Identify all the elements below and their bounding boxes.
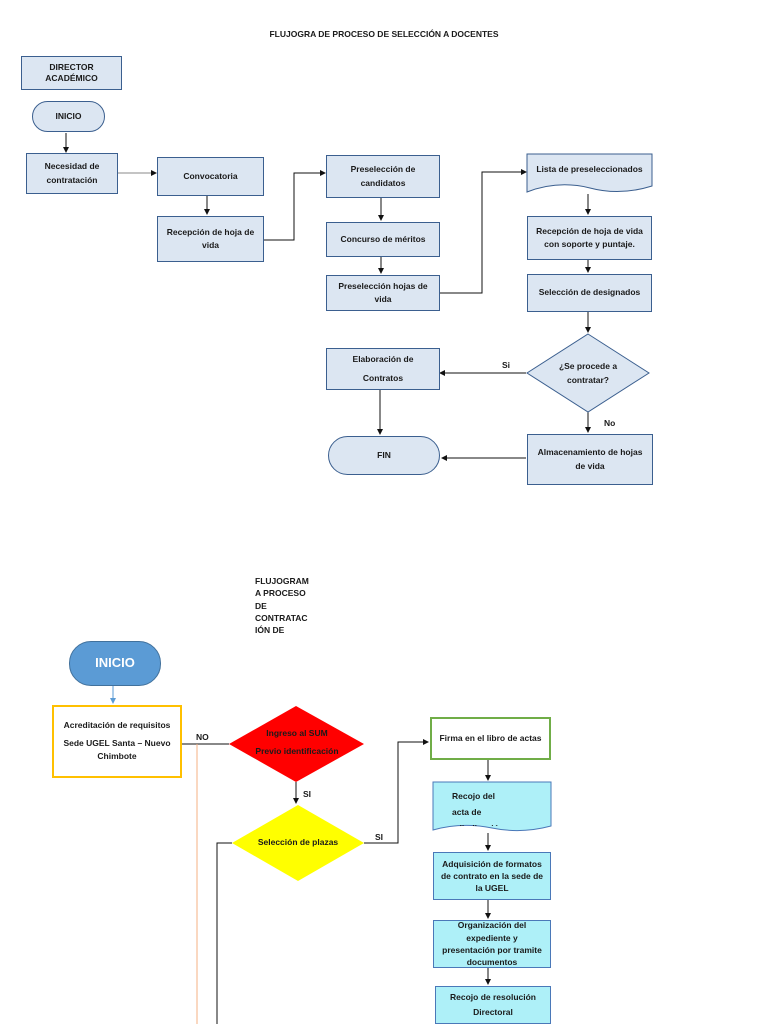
recepcion-hoja-box: Recepción de hoja de vida [157, 216, 264, 262]
flow2-title-line: DE [255, 600, 267, 611]
preseleccion-candidatos-box: Preselección de candidatos [326, 155, 440, 198]
decision-label: ¿Se procede a contratar? [558, 361, 618, 385]
acreditacion-line2: Sede UGEL Santa – Nuevo Chimbote [63, 737, 171, 762]
ingreso-line2: Previo identificación [255, 746, 339, 756]
flow2-title-line: CONTRATAC [255, 612, 308, 623]
flow2-title-line: IÓN DE [255, 625, 285, 636]
firma-box: Firma en el libro de actas [430, 717, 551, 760]
ingreso-line1: Ingreso al SUM [266, 728, 328, 739]
recojo-resolucion-box: Recojo de resolución Directoral [435, 986, 551, 1024]
line-seleccion-down [216, 842, 232, 1024]
fin-terminal: FIN [328, 436, 440, 475]
recojo-acta-label: Recojo del acta de adjudicación [452, 791, 504, 826]
lista-label: Lista de preseleccionados [536, 164, 643, 175]
decision-si-label: Si [502, 360, 511, 370]
elaboracion-line2: Contratos [362, 373, 404, 383]
director-box: DIRECTOR ACADÉMICO [21, 56, 122, 90]
decision-diamond [526, 333, 650, 413]
arrow-seleccion-firma [364, 739, 429, 844]
seleccion-diamond [232, 805, 364, 881]
seleccion-designados-box: Selección de designados [527, 274, 652, 312]
organizacion-box: Organización del expediente y presentaci… [433, 920, 551, 968]
acreditacion-line1: Acreditación de requisitos [63, 720, 171, 731]
seleccion-plazas-label: Selección de plazas [257, 837, 339, 848]
preseleccion-hojas-box: Preselección hojas de vida [326, 275, 440, 311]
arrow-recepcion-preseleccion [264, 170, 326, 241]
inicio2-terminal: INICIO [69, 641, 161, 686]
inicio-terminal: INICIO [32, 101, 105, 132]
arrow-hojas-lista [440, 169, 527, 294]
recepcion-soporte-box: Recepción de hoja de vida con soporte y … [527, 216, 652, 260]
convocatoria-box: Convocatoria [157, 157, 264, 196]
flow1-title: FLUJOGRA DE PROCESO DE SELECCIÓN A DOCEN… [269, 29, 499, 39]
elaboracion-line1: Elaboración de [352, 354, 414, 365]
acreditacion-box: Acreditación de requisitos Sede UGEL San… [52, 705, 182, 778]
flow2-connectors [110, 686, 491, 1024]
seleccion-si-label: SI [375, 832, 384, 842]
necesidad-box: Necesidad de contratación [26, 153, 118, 194]
flow1-connectors [63, 133, 591, 461]
flow2-title: FLUJOGRAM A PROCESO DE CONTRATAC IÓN DE [255, 575, 315, 637]
ingreso-si-label: SI [303, 789, 312, 799]
concurso-box: Concurso de méritos [326, 222, 440, 257]
flow2-title-line: A PROCESO [255, 588, 306, 599]
lista-document-shape [526, 153, 653, 193]
ingreso-no-label: NO [196, 732, 209, 742]
almacenamiento-box: Almacenamiento de hojas de vida [527, 434, 653, 485]
ingreso-diamond [229, 706, 364, 782]
elaboracion-contratos-box: Elaboración de Contratos [326, 348, 440, 390]
adquisicion-box: Adquisición de formatos de contrato en l… [433, 852, 551, 900]
recojo-acta-document-shape [432, 781, 552, 832]
flow2-title-line: FLUJOGRAM [255, 576, 309, 586]
ingreso-label: Ingreso al SUM Previo identificación [250, 723, 344, 763]
decision-no-label: No [604, 418, 616, 428]
